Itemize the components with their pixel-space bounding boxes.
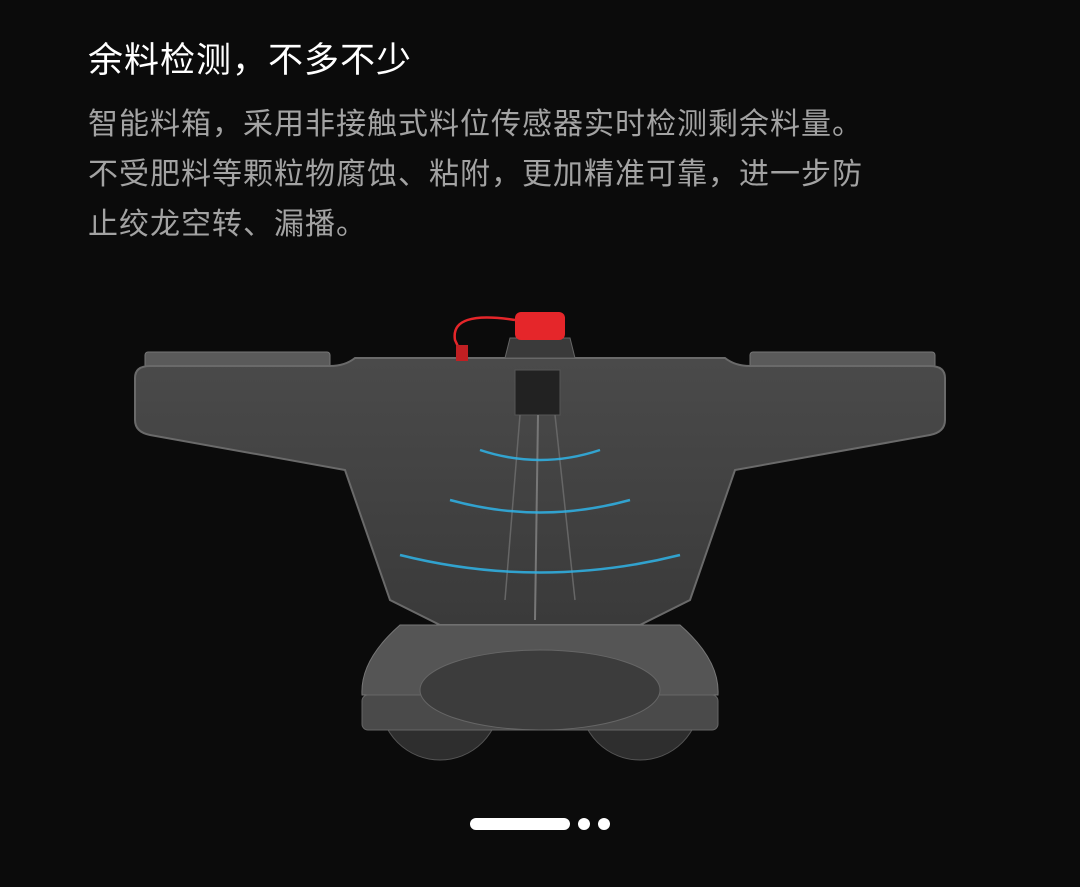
description-line: 不受肥料等颗粒物腐蚀、粘附，更加精准可靠，进一步防: [88, 157, 863, 192]
pagination: [470, 818, 610, 830]
page-indicator-active[interactable]: [470, 818, 570, 830]
page-indicator-dot[interactable]: [598, 818, 610, 830]
hopper-body: [134, 357, 946, 626]
hopper-illustration: [134, 312, 946, 761]
sensor-wave-icon: [399, 448, 681, 574]
description-line: 止绞龙空转、漏播。: [88, 207, 367, 242]
description-line: 智能料箱，采用非接触式料位传感器实时检测剩余料量。: [88, 107, 863, 142]
description: 智能料箱，采用非接触式料位传感器实时检测剩余料量。 不受肥料等颗粒物腐蚀、粘附，…: [88, 100, 988, 250]
page-indicator-dot[interactable]: [578, 818, 590, 830]
page-title: 余料检测，不多不少: [88, 41, 413, 81]
sensor-module: [514, 369, 561, 416]
sensor-cap-icon: [515, 312, 565, 340]
